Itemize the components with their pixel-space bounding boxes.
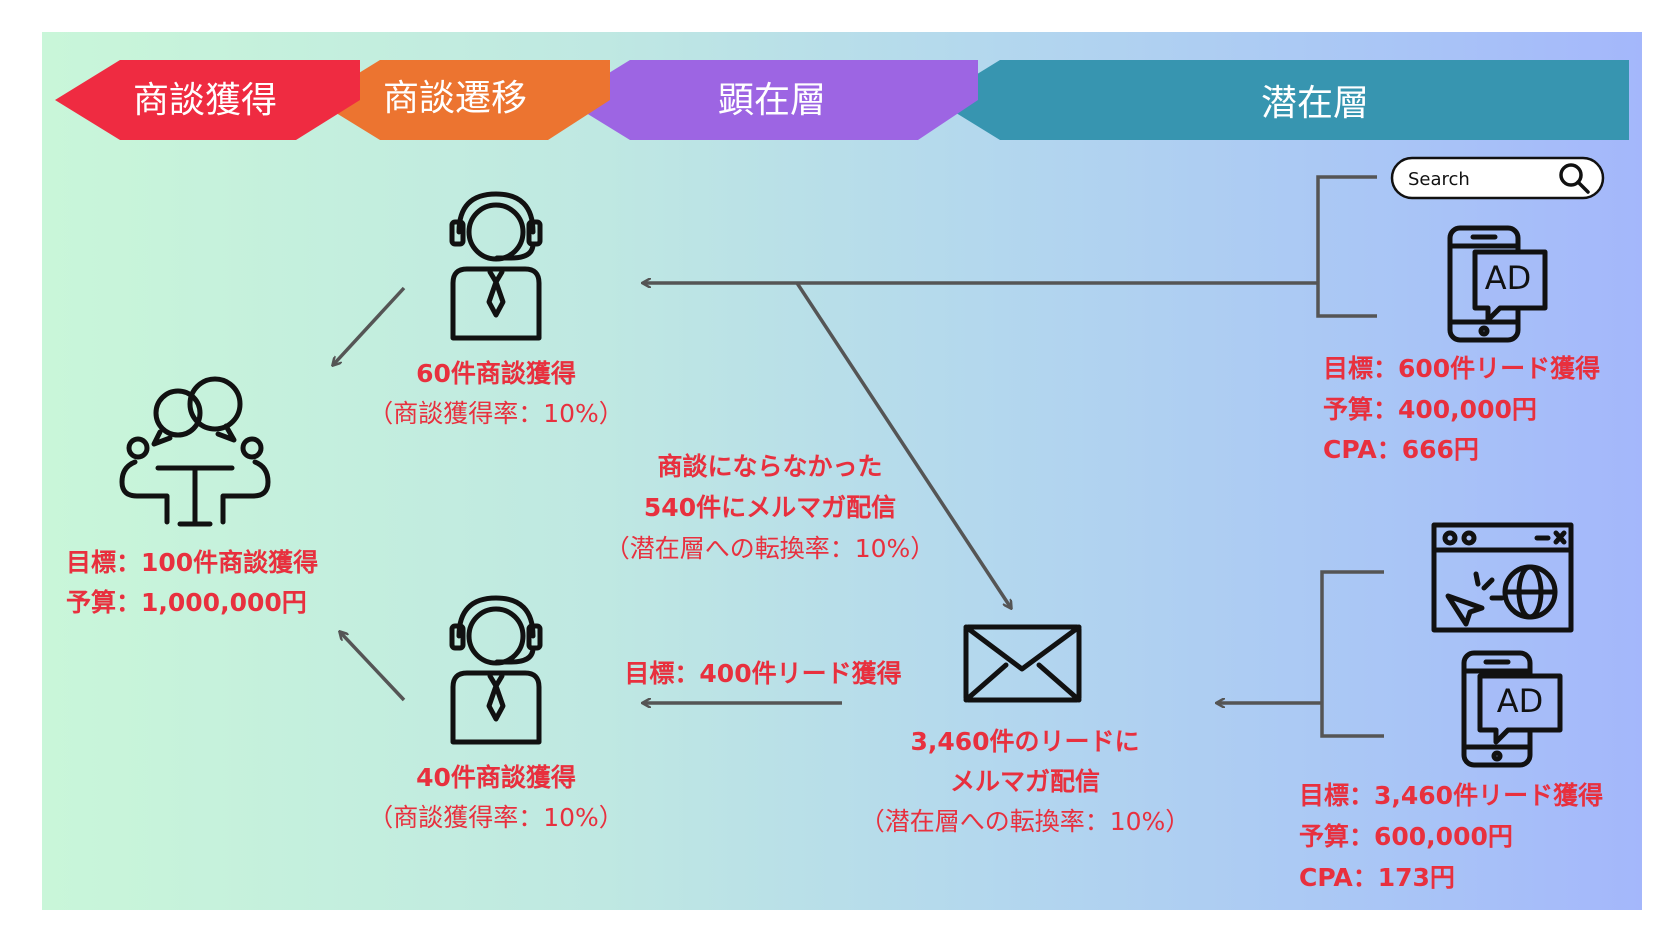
operator-bottom-line1: 40件商談獲得 — [416, 763, 576, 792]
operator-top-annotation: 60件商談獲得 （商談獲得率：10%） — [368, 359, 624, 428]
email-lead-goal: 目標：400件リード獲得 — [624, 659, 901, 688]
stage-transition-arrow — [315, 60, 610, 140]
search-ads-annotation: 目標：600件リード獲得 予算：400,000円 CPA：666円 — [1323, 354, 1600, 464]
search-placeholder: Search — [1408, 169, 1470, 190]
stage-aware-label: 顕在層 — [718, 80, 826, 121]
display-ads-annotation: 目標：3,460件リード獲得 予算：600,000円 CPA：173円 — [1299, 781, 1603, 892]
ad-label: AD — [1485, 259, 1532, 297]
stage-deal-arrow — [55, 60, 360, 140]
display-ads-budget: 予算：600,000円 — [1299, 822, 1513, 851]
arrow-top-to-meeting — [333, 286, 406, 365]
search-ads-budget: 予算：400,000円 — [1323, 395, 1537, 424]
arrow-bottom-to-meeting — [340, 632, 406, 702]
web-browser-icon — [1431, 522, 1574, 633]
search-ads-cpa: CPA：666円 — [1323, 435, 1479, 464]
operator-bottom-line2: （商談獲得率：10%） — [368, 803, 624, 832]
arrow-nurture-to-email — [795, 282, 1011, 608]
search-icon — [1559, 163, 1590, 194]
stage-banner: 商談獲得 商談遷移 顕在層 潜在層 — [55, 60, 1629, 140]
email-line3: （潜在層への転換率：10%） — [860, 807, 1191, 836]
meeting-icon — [119, 376, 271, 527]
stage-transition-label: 商談遷移 — [383, 78, 527, 119]
operator-top-line1: 60件商談獲得 — [416, 359, 576, 388]
meeting-budget: 予算：1,000,000円 — [66, 588, 307, 617]
mobile-ad-icon — [1447, 225, 1548, 343]
email-line2: メルマガ配信 — [950, 767, 1100, 796]
email-annotation: 3,460件のリードに メルマガ配信 （潜在層への転換率：10%） — [860, 727, 1191, 836]
operator-icon — [449, 191, 543, 341]
stage-deal-label: 商談獲得 — [133, 80, 277, 121]
operator-top-line2: （商談獲得率：10%） — [368, 399, 624, 428]
email-line1: 3,460件のリードに — [910, 727, 1139, 756]
ad-label: AD — [1497, 682, 1544, 720]
operator-icon — [449, 595, 543, 745]
nurture-annotation: 商談にならなかった 540件にメルマガ配信 （潜在層への転換率：10%） — [605, 452, 936, 563]
operator-bottom-annotation: 40件商談獲得 （商談獲得率：10%） — [368, 763, 624, 832]
nurture-line1: 商談にならなかった — [657, 452, 882, 481]
stage-potential-arrow — [935, 60, 1629, 140]
bracket-search-ads — [1316, 175, 1377, 318]
email-icon — [963, 624, 1082, 703]
display-ads-cpa: CPA：173円 — [1299, 863, 1455, 892]
stage-aware-arrow — [565, 60, 978, 140]
meeting-annotation: 目標：100件商談獲得 予算：1,000,000円 — [66, 548, 318, 617]
mobile-ad-icon — [1461, 650, 1563, 768]
display-ads-goal: 目標：3,460件リード獲得 — [1299, 781, 1603, 810]
search-bar[interactable]: Search — [1390, 156, 1605, 200]
nurture-line3: （潜在層への転換率：10%） — [605, 534, 936, 563]
meeting-goal: 目標：100件商談獲得 — [66, 548, 318, 577]
connectors — [333, 175, 1384, 738]
bracket-display-ads — [1320, 570, 1384, 738]
search-ads-goal: 目標：600件リード獲得 — [1323, 354, 1600, 383]
stage-potential-label: 潜在層 — [1261, 83, 1369, 124]
nurture-line2: 540件にメルマガ配信 — [644, 493, 896, 522]
